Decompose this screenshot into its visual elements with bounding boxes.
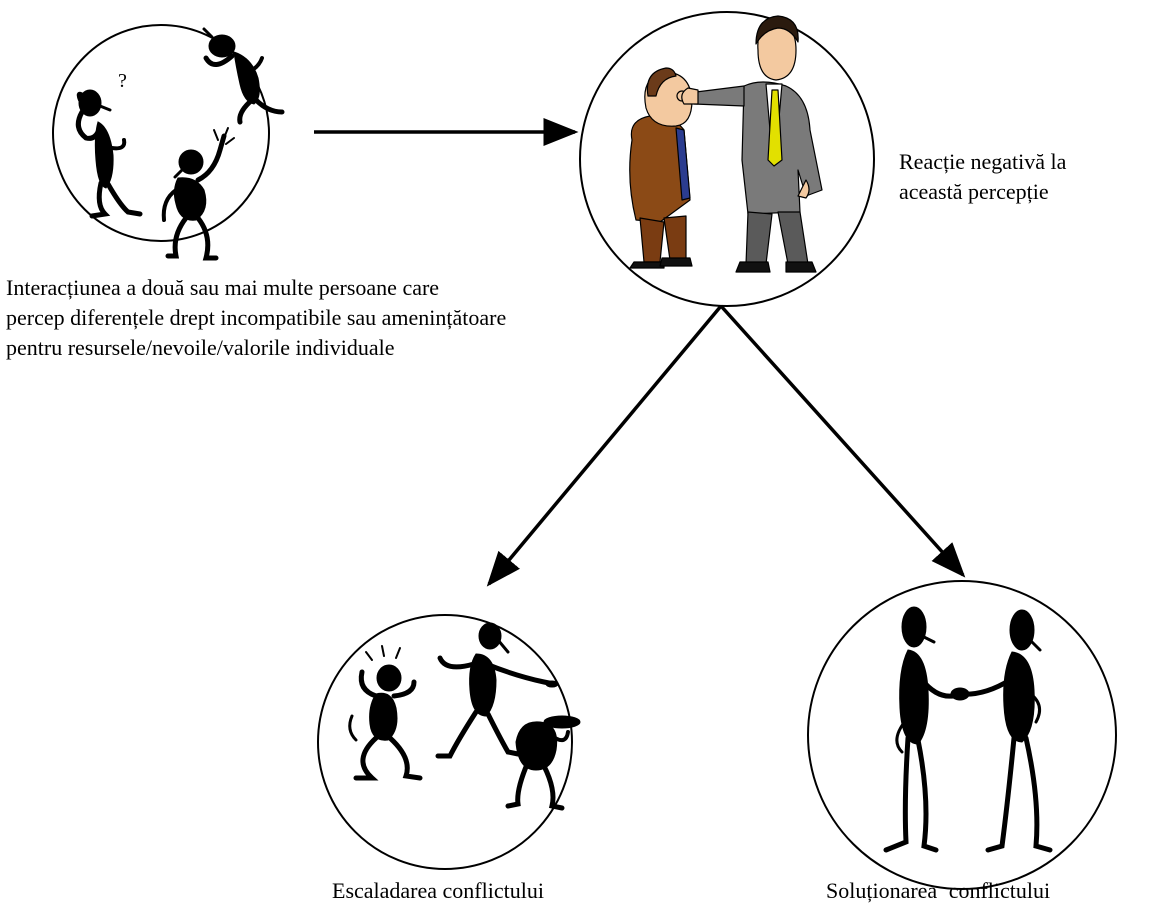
interaction-label-line-2: percep diferențele drept incompatibile s… (6, 305, 507, 330)
confused-figures-illustration-icon: ? (75, 27, 285, 261)
reaction-label-line-1: Reacție negativă la (899, 149, 1067, 174)
escalation-label-line-1: Escaladarea conflictului (332, 878, 544, 903)
arrow-reaction-to-escalation (486, 304, 723, 587)
interaction-label-line-3: pentru resursele/nevoile/valorile indivi… (6, 335, 395, 360)
interaction-label: Interacțiunea a două sau mai multe perso… (6, 273, 506, 363)
arrow-reaction-to-resolution (719, 304, 966, 578)
reaction-node (579, 11, 875, 307)
svg-text:?: ? (118, 70, 127, 92)
escalation-label: Escaladarea conflictului (332, 876, 544, 906)
reaction-label: Reacție negativă la această percepție (899, 147, 1066, 207)
resolution-circle (807, 580, 1117, 890)
interaction-node: ? (52, 24, 285, 261)
resolution-node (807, 580, 1117, 890)
resolution-label-line-1: Soluționarea conflictului (826, 878, 1051, 903)
handshake-figures-illustration-icon (883, 606, 1053, 853)
businessmen-illustration-icon (629, 15, 823, 273)
escalation-node (317, 614, 581, 870)
interaction-label-line-1: Interacțiunea a două sau mai multe perso… (6, 275, 440, 300)
resolution-label: Soluționarea conflictului (826, 876, 1050, 906)
reaction-circle (579, 11, 875, 307)
reaction-label-line-2: această percepție (899, 179, 1049, 204)
arguing-figures-illustration-icon (348, 622, 581, 811)
